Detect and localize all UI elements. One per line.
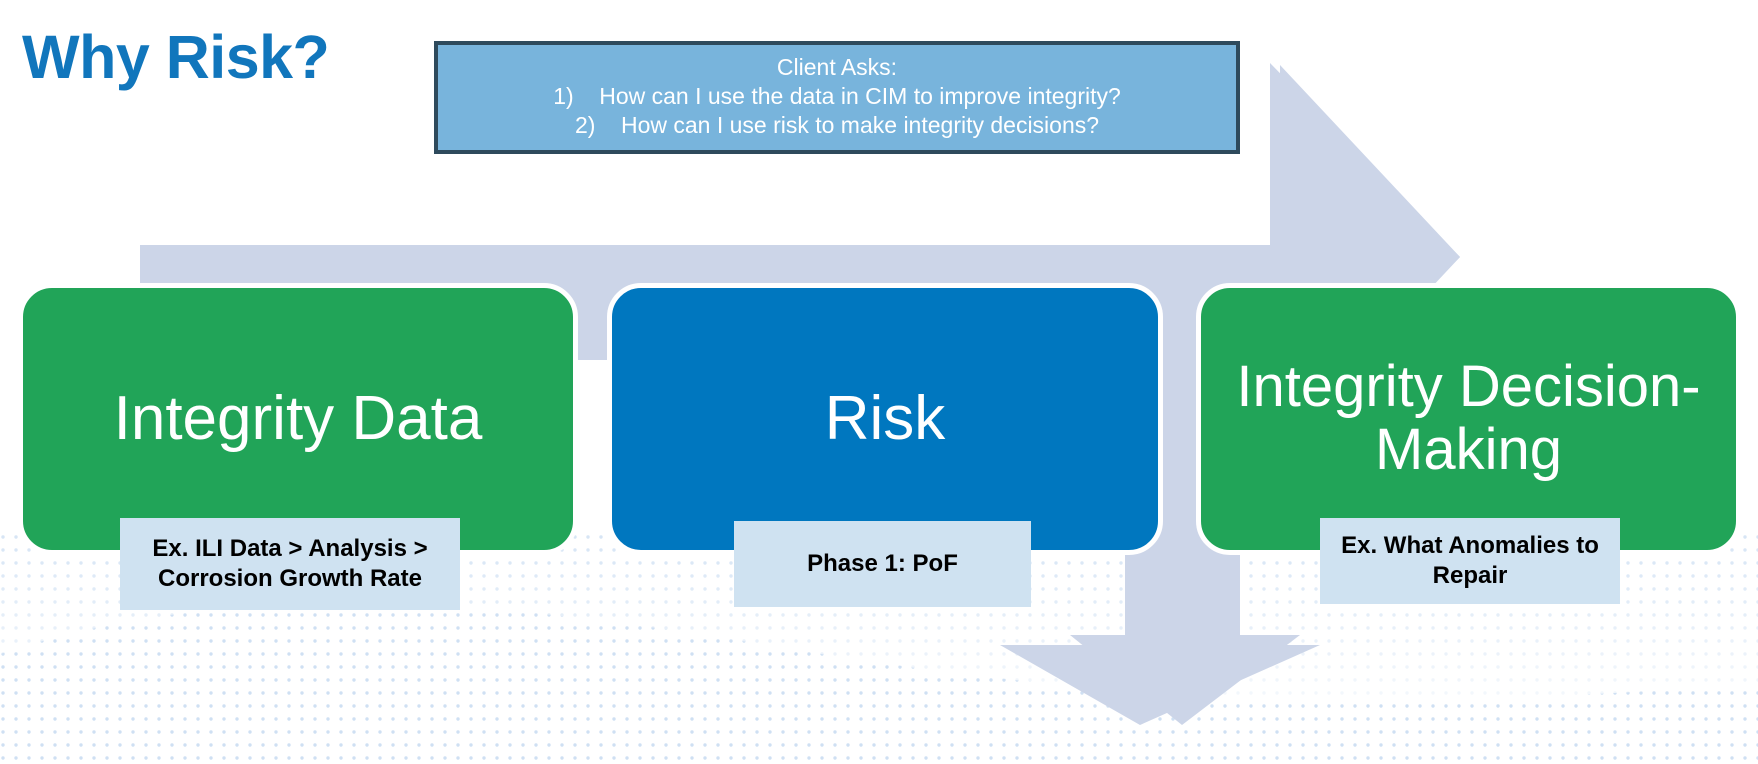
caption-text: Ex. What Anomalies to Repair <box>1341 532 1599 589</box>
stage-box-risk[interactable]: Risk <box>607 283 1163 555</box>
caption-integrity-data: Ex. ILI Data > Analysis > Corrosion Grow… <box>120 518 460 610</box>
client-asks-item: 1) How can I use the data in CIM to impro… <box>448 82 1226 111</box>
stage-box-integrity-decision-making[interactable]: Integrity Decision-Making <box>1196 283 1741 555</box>
client-asks-item-text: How can I use the data in CIM to improve… <box>599 82 1121 109</box>
page-title: Why Risk? <box>22 23 330 91</box>
client-asks-callout: Client Asks: 1) How can I use the data in… <box>434 41 1240 154</box>
client-asks-heading: Client Asks: <box>776 54 898 80</box>
client-asks-item-number: 2) <box>574 111 596 138</box>
client-asks-item-text: How can I use risk to make integrity dec… <box>620 111 1100 138</box>
stage-label: Integrity Decision-Making <box>1236 354 1701 482</box>
caption-integrity-decision-making: Ex. What Anomalies to Repair <box>1320 518 1620 604</box>
caption-risk: Phase 1: PoF <box>734 521 1031 607</box>
stage-label: Integrity Data <box>113 383 483 453</box>
stage-label: Risk <box>824 383 946 453</box>
caption-text: Ex. ILI Data > Analysis > Corrosion Grow… <box>152 535 428 592</box>
client-asks-item: 2) How can I use risk to make integrity d… <box>448 111 1226 140</box>
stage-box-integrity-data[interactable]: Integrity Data <box>18 283 578 555</box>
caption-text: Phase 1: PoF <box>807 550 958 578</box>
client-asks-item-number: 1) <box>553 82 574 109</box>
